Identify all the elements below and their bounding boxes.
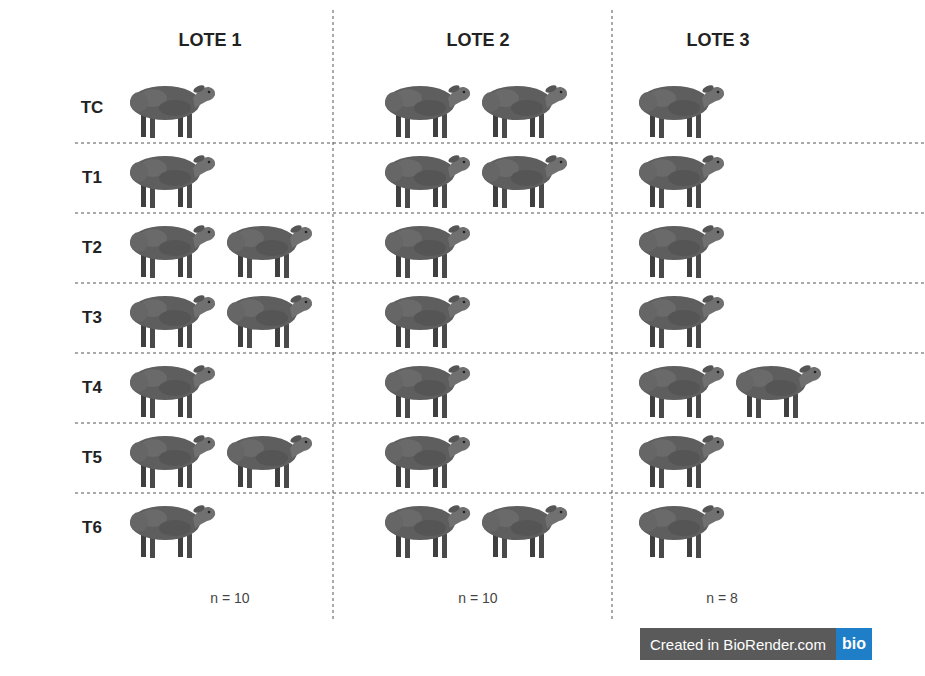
watermark-text: Created in BioRender.com	[650, 636, 826, 653]
column-header: LOTE 2	[446, 30, 509, 51]
sample-count: n = 10	[210, 590, 249, 606]
row-label: T2	[82, 238, 102, 258]
watermark-text: bio	[842, 635, 866, 653]
row-label: T1	[82, 168, 102, 188]
row-label: TC	[81, 98, 104, 118]
row-label: T3	[82, 308, 102, 328]
sample-count: n = 10	[458, 590, 497, 606]
row-label: T6	[82, 518, 102, 538]
row-label: T5	[82, 448, 102, 468]
grid-line	[75, 10, 925, 622]
watermark-logo: bio	[836, 628, 872, 660]
watermark-box: Created in BioRender.com	[640, 628, 836, 660]
sample-count: n = 8	[706, 590, 738, 606]
column-header: LOTE 3	[686, 30, 749, 51]
row-label: T4	[82, 378, 102, 398]
sheep-icon	[130, 84, 821, 558]
column-header: LOTE 1	[178, 30, 241, 51]
